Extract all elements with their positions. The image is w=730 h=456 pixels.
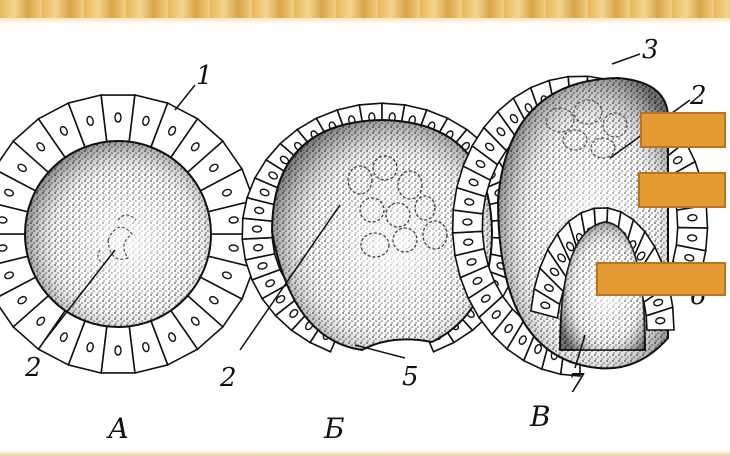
label-3: 3 — [642, 35, 659, 65]
label-5: 5 — [402, 362, 419, 392]
label-7: 7 — [568, 369, 585, 399]
stage-label-v: В — [529, 400, 551, 433]
stage-label-b: Б — [323, 412, 345, 445]
stage-label-a: А — [106, 412, 129, 445]
pointer-line-1 — [175, 85, 195, 110]
label-cover-box-3[interactable] — [596, 262, 726, 296]
label-2v: 2 — [689, 81, 707, 111]
pointer-line-3 — [612, 54, 640, 64]
label-cover-box-1[interactable] — [640, 112, 726, 148]
label-cover-box-2[interactable] — [638, 172, 726, 208]
label-1: 1 — [196, 61, 213, 91]
label-2: 2 — [24, 353, 42, 383]
pointer-line-5 — [355, 345, 405, 358]
label-2b: 2 — [219, 363, 237, 393]
cell — [677, 205, 708, 228]
